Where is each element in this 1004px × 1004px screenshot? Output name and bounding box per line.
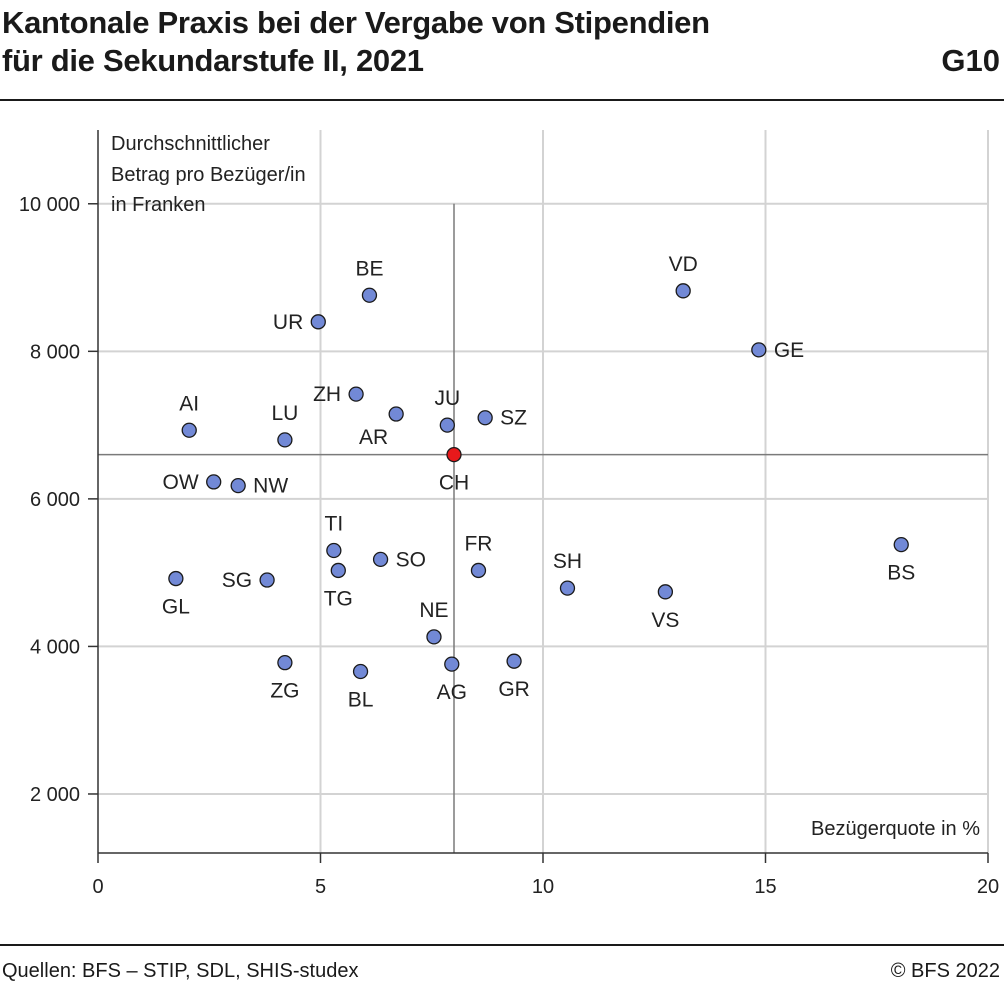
- data-point-vs: [657, 584, 674, 600]
- data-point-ur: [310, 314, 326, 330]
- point-label-sg: SG: [222, 569, 252, 592]
- axis-titles: Durchschnittlicher Betrag pro Bezüger/in…: [111, 133, 980, 840]
- data-point-ti: [326, 542, 342, 559]
- point-label-bs: BS: [887, 562, 915, 585]
- chart-title-line2: für die Sekundarstufe II, 2021: [2, 43, 424, 78]
- y-tick-label: 4 000: [30, 636, 80, 658]
- point-label-zh: ZH: [313, 383, 341, 406]
- point-label-nw: NW: [253, 475, 288, 498]
- y-tick-label: 10 000: [19, 194, 80, 216]
- point-label-fr: FR: [464, 532, 492, 555]
- data-point-ge: [751, 342, 767, 358]
- data-point-nw: [230, 477, 246, 494]
- data-point-gr: [506, 653, 522, 669]
- point-label-ch: CH: [439, 472, 469, 495]
- x-tick-label: 0: [92, 876, 103, 898]
- chart-title-line1: Kantonale Praxis bei der Vergabe von Sti…: [2, 5, 710, 40]
- point-label-ne: NE: [419, 599, 448, 622]
- y-axis-title-line3: in Franken: [111, 194, 206, 216]
- data-point-bl: [352, 663, 369, 680]
- chart-title: Kantonale Praxis bei der Vergabe von Sti…: [2, 4, 710, 80]
- data-point-ow: [206, 474, 222, 490]
- y-axis-title-line2: Betrag pro Bezüger/in: [111, 164, 306, 186]
- data-point-be: [361, 287, 378, 303]
- point-label-ai: AI: [179, 392, 199, 415]
- data-point-sz: [477, 410, 493, 426]
- data-point-lu: [277, 432, 293, 448]
- data-point-sh: [559, 580, 576, 596]
- source-note: Quellen: BFS – STIP, SDL, SHIS-studex: [2, 960, 359, 982]
- data-point-zh: [348, 386, 364, 402]
- point-label-zg: ZG: [270, 680, 299, 703]
- data-point-fr: [470, 562, 487, 579]
- x-tick-label: 10: [532, 876, 554, 898]
- data-point-tg: [330, 562, 346, 579]
- reference-lines: [98, 203, 988, 853]
- header-rule: [0, 99, 1004, 101]
- point-label-ju: JU: [434, 387, 460, 410]
- point-label-ti: TI: [325, 513, 344, 536]
- point-label-sh: SH: [553, 550, 582, 573]
- point-label-gl: GL: [162, 596, 190, 619]
- x-tick-label: 20: [977, 876, 999, 898]
- scatter-chart: 0 5 10 15 20 2 000 4 000 6 000 8 000 10 000 Durch…: [19, 130, 999, 898]
- footer-rule: [0, 944, 1004, 946]
- data-point-ne: [426, 629, 442, 645]
- data-point-ai: [181, 422, 197, 438]
- y-tick-label: 8 000: [30, 341, 80, 363]
- grid-lines: [98, 130, 989, 853]
- data-point-so: [372, 551, 389, 568]
- figure-code: G10: [941, 43, 1000, 78]
- data-point-zg: [277, 655, 293, 671]
- data-point-ch: [446, 446, 462, 463]
- data-point-ju: [439, 417, 455, 433]
- data-point-ag: [444, 656, 460, 672]
- copyright: © BFS 2022: [890, 960, 1000, 982]
- y-tick-label: 2 000: [30, 784, 80, 806]
- data-point-sg: [259, 572, 275, 588]
- data-point-bs: [893, 536, 909, 553]
- point-label-sz: SZ: [500, 407, 527, 430]
- point-label-gr: GR: [498, 678, 530, 701]
- x-axis-title: Bezügerquote in %: [811, 818, 980, 840]
- data-point-gl: [168, 570, 184, 587]
- x-tick-label: 5: [315, 876, 326, 898]
- data-points: BE UR VD GE AI LU ZH AR JU SZ CH OW NW TI SO TG FR GL SG SH…: [162, 253, 915, 712]
- x-tick-label: 15: [754, 876, 776, 898]
- point-label-ow: OW: [163, 471, 199, 494]
- y-tick-label: 6 000: [30, 489, 80, 511]
- point-label-be: BE: [355, 257, 383, 280]
- point-label-bl: BL: [348, 689, 374, 712]
- point-label-lu: LU: [271, 402, 298, 425]
- point-label-tg: TG: [324, 587, 353, 610]
- data-point-ar: [388, 406, 404, 422]
- point-label-ar: AR: [359, 426, 388, 449]
- point-label-vs: VS: [651, 609, 679, 632]
- point-label-ag: AG: [437, 681, 467, 704]
- data-point-vd: [675, 283, 691, 299]
- y-axis-title-line1: Durchschnittlicher: [111, 133, 270, 155]
- point-label-so: SO: [396, 548, 426, 571]
- axes: 0 5 10 15 20 2 000 4 000 6 000 8 000 10 000: [19, 130, 999, 898]
- point-label-ge: GE: [774, 339, 804, 362]
- point-label-vd: VD: [669, 253, 698, 276]
- point-label-ur: UR: [273, 311, 303, 334]
